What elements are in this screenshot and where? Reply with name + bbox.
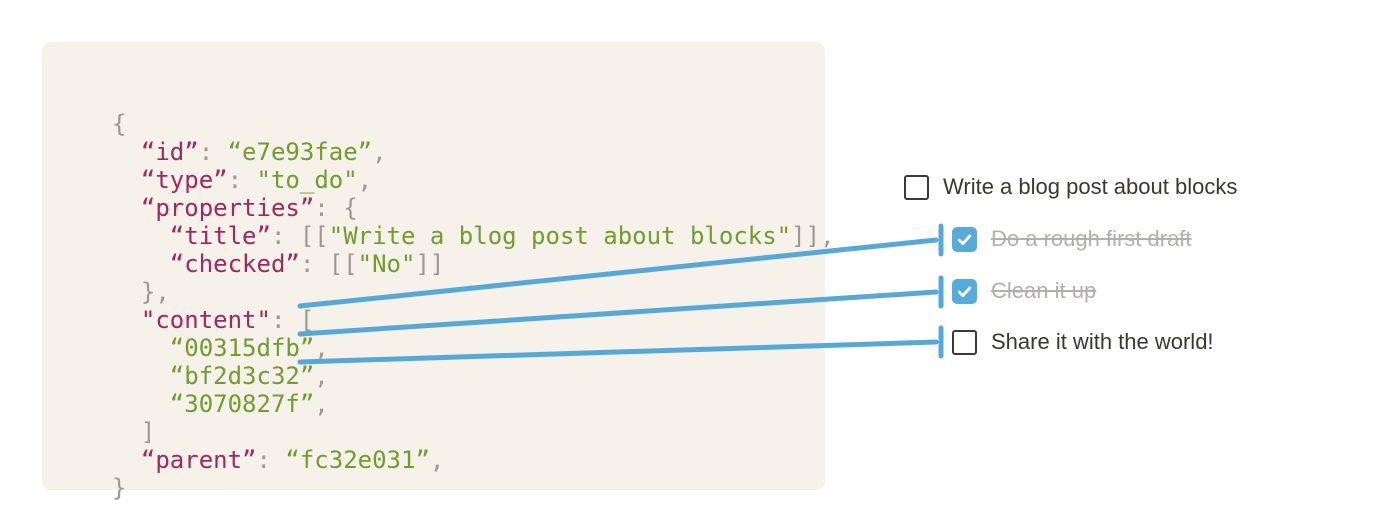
json-punctuation: , [314, 362, 329, 390]
json-string: “bf2d3c32” [169, 362, 315, 390]
todo-item-label: Do a rough first draft [991, 226, 1192, 251]
todo-item-label: Write a blog post about blocks [943, 174, 1238, 199]
code-line: “3070827f”, [112, 390, 834, 418]
checkbox-unchecked-icon[interactable] [952, 329, 977, 355]
json-key: “type” [140, 166, 228, 194]
json-string: "to_do" [256, 166, 358, 194]
json-punctuation: { [112, 110, 127, 138]
json-punctuation: : [227, 166, 257, 194]
json-punctuation: ] [112, 418, 156, 446]
json-punctuation: : [198, 138, 228, 166]
json-punctuation: } [112, 474, 127, 502]
json-key: “properties” [140, 194, 315, 222]
json-punctuation: }, [112, 278, 170, 306]
json-punctuation: : { [314, 194, 358, 222]
json-key: “parent” [140, 446, 257, 474]
todo-item-label: Clean it up [991, 278, 1097, 303]
json-key: “id” [140, 138, 199, 166]
json-string: “e7e93fae” [227, 138, 373, 166]
todo-item[interactable]: Do a rough first draft [952, 226, 1192, 252]
todo-item[interactable]: Write a blog post about blocks [904, 174, 1237, 200]
code-line: “id”: “e7e93fae”, [112, 138, 834, 166]
code-line: “parent”: “fc32e031”, [112, 446, 834, 474]
json-punctuation: , [429, 446, 445, 474]
json-key: “checked” [169, 250, 300, 278]
json-punctuation: , [357, 166, 373, 194]
json-punctuation: , [372, 138, 387, 166]
code-line: “bf2d3c32”, [112, 362, 834, 390]
json-string: “00315dfb” [169, 334, 315, 362]
todo-item[interactable]: Share it with the world! [952, 329, 1214, 355]
json-key: "content" [140, 306, 271, 334]
code-line: { [112, 110, 834, 138]
json-string: “fc32e031” [285, 446, 430, 474]
code-line: ] [112, 418, 834, 446]
code-line: } [112, 474, 834, 502]
checkbox-unchecked-icon[interactable] [904, 174, 929, 200]
checkbox-checked-icon[interactable] [952, 278, 977, 304]
checkbox-checked-icon[interactable] [952, 226, 977, 252]
code-line: }, [112, 278, 834, 306]
json-punctuation: , [314, 390, 329, 418]
todo-item-label: Share it with the world! [991, 329, 1214, 354]
code-line: “properties”: { [112, 194, 834, 222]
todo-item[interactable]: Clean it up [952, 278, 1096, 304]
json-key: “title” [169, 222, 271, 250]
json-code: { “id”: “e7e93fae”, “type”: "to_do", “pr… [112, 110, 834, 502]
json-string: “3070827f” [169, 390, 315, 418]
json-punctuation: : [256, 446, 286, 474]
code-line: “type”: "to_do", [112, 166, 834, 194]
